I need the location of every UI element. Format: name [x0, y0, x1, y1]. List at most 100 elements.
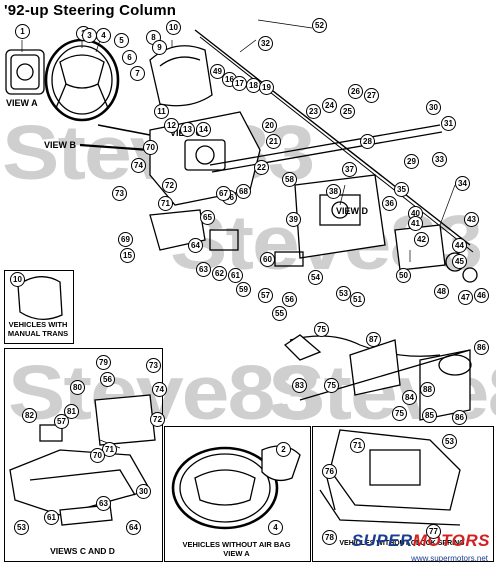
panel-manual-trans: [4, 270, 74, 344]
diagram-title: '92-up Steering Column: [4, 2, 177, 19]
part-callout-84: 84: [402, 390, 417, 405]
caption-no-air-bag: VEHICLES WITHOUT AIR BAG VIEW A: [182, 540, 291, 558]
supermotors-logo: SUPERMOTORS: [352, 531, 490, 551]
part-callout-78: 78: [322, 530, 337, 545]
part-callout-20: 20: [262, 118, 277, 133]
part-callout-71: 71: [350, 438, 365, 453]
part-callout-10: 10: [10, 272, 25, 287]
part-callout-45: 45: [452, 254, 467, 269]
part-callout-13: 13: [180, 122, 195, 137]
part-callout-77: 77: [426, 524, 441, 539]
part-callout-49: 49: [210, 64, 225, 79]
part-callout-48: 48: [434, 284, 449, 299]
part-callout-25: 25: [340, 104, 355, 119]
part-callout-63: 63: [196, 262, 211, 277]
part-callout-60: 60: [260, 252, 275, 267]
part-callout-70: 70: [143, 140, 158, 155]
part-callout-42: 42: [414, 232, 429, 247]
part-callout-58: 58: [282, 172, 297, 187]
part-callout-71: 71: [158, 196, 173, 211]
part-callout-51: 51: [350, 292, 365, 307]
part-callout-35: 35: [394, 182, 409, 197]
part-callout-82: 82: [22, 408, 37, 423]
part-callout-41: 41: [408, 216, 423, 231]
part-callout-81: 81: [64, 404, 79, 419]
part-callout-64: 64: [188, 238, 203, 253]
part-callout-3: 3: [82, 28, 97, 43]
part-callout-53: 53: [336, 286, 351, 301]
part-callout-44: 44: [452, 238, 467, 253]
part-callout-75: 75: [314, 322, 329, 337]
part-callout-29: 29: [404, 154, 419, 169]
part-callout-80: 80: [70, 380, 85, 395]
caption-views-c-d: VIEWS C AND D: [50, 546, 115, 556]
part-callout-67: 67: [216, 186, 231, 201]
part-callout-15: 15: [120, 248, 135, 263]
view-a-label: VIEW A: [6, 98, 38, 108]
caption-manual-trans: VEHICLES WITH MANUAL TRANS: [7, 320, 69, 338]
part-callout-31: 31: [441, 116, 456, 131]
part-callout-62: 62: [212, 266, 227, 281]
part-callout-75: 75: [324, 378, 339, 393]
part-callout-4: 4: [268, 520, 283, 535]
panel-views-c-d: [4, 348, 163, 562]
part-callout-36: 36: [382, 196, 397, 211]
part-callout-38: 38: [326, 184, 341, 199]
part-callout-52: 52: [312, 18, 327, 33]
part-callout-43: 43: [464, 212, 479, 227]
part-callout-7: 7: [130, 66, 145, 81]
part-callout-76: 76: [322, 464, 337, 479]
part-callout-27: 27: [364, 88, 379, 103]
view-b-label: VIEW B: [44, 140, 77, 150]
part-callout-59: 59: [236, 282, 251, 297]
part-callout-33: 33: [432, 152, 447, 167]
part-callout-86: 86: [452, 410, 467, 425]
part-callout-30: 30: [136, 484, 151, 499]
part-callout-79: 79: [96, 355, 111, 370]
part-callout-23: 23: [306, 104, 321, 119]
caption-no-clock-spring: VEHICLES WITHOUT CLOCK SPRING: [339, 540, 465, 547]
part-callout-34: 34: [455, 176, 470, 191]
part-callout-28: 28: [360, 134, 375, 149]
part-callout-72: 72: [162, 178, 177, 193]
part-callout-57: 57: [258, 288, 273, 303]
part-callout-11: 11: [154, 104, 169, 119]
part-callout-68: 68: [236, 184, 251, 199]
part-callout-83: 83: [292, 378, 307, 393]
part-callout-63: 63: [96, 496, 111, 511]
part-callout-46: 46: [474, 288, 489, 303]
part-callout-24: 24: [322, 98, 337, 113]
part-callout-55: 55: [272, 306, 287, 321]
part-callout-4: 4: [96, 28, 111, 43]
part-callout-86: 86: [474, 340, 489, 355]
part-callout-57: 57: [54, 414, 69, 429]
part-callout-2: 2: [276, 442, 291, 457]
part-callout-64: 64: [126, 520, 141, 535]
part-callout-17: 17: [232, 76, 247, 91]
part-callout-6: 6: [122, 50, 137, 65]
part-callout-37: 37: [342, 162, 357, 177]
part-callout-85: 85: [422, 408, 437, 423]
part-callout-47: 47: [458, 290, 473, 305]
logo-brand-left: SUPER: [351, 531, 413, 550]
supermotors-url: www.supermotors.net: [411, 554, 488, 563]
part-callout-61: 61: [228, 268, 243, 283]
part-callout-9: 9: [152, 40, 167, 55]
part-callout-56: 56: [282, 292, 297, 307]
part-callout-53: 53: [14, 520, 29, 535]
part-callout-19: 19: [259, 80, 274, 95]
part-callout-74: 74: [152, 382, 167, 397]
part-callout-10: 10: [166, 20, 181, 35]
part-callout-22: 22: [254, 160, 269, 175]
part-callout-73: 73: [112, 186, 127, 201]
part-callout-61: 61: [44, 510, 59, 525]
part-callout-53: 53: [442, 434, 457, 449]
part-callout-65: 65: [200, 210, 215, 225]
part-callout-87: 87: [366, 332, 381, 347]
part-callout-54: 54: [308, 270, 323, 285]
part-callout-72: 72: [150, 412, 165, 427]
part-callout-39: 39: [286, 212, 301, 227]
part-callout-5: 5: [114, 33, 129, 48]
